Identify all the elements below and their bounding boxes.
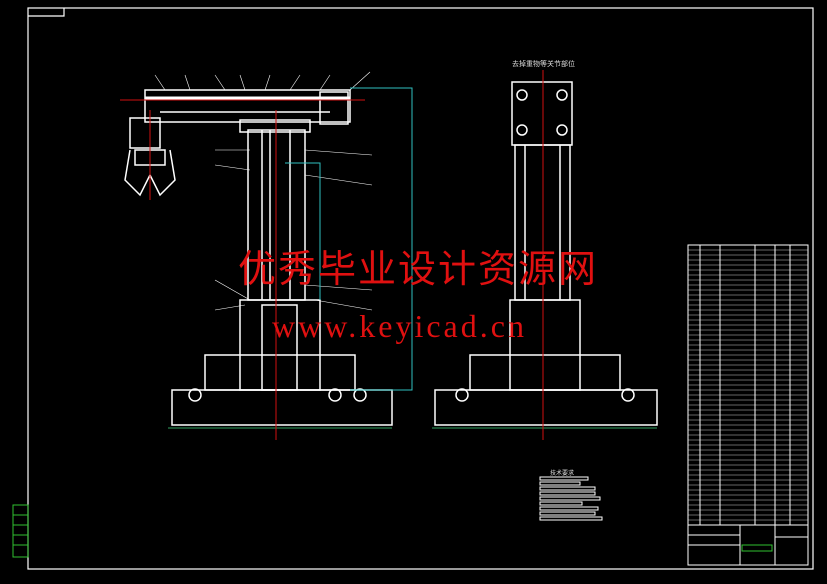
base-plate <box>171 389 393 426</box>
front-leaders <box>154 71 373 311</box>
left-margin-strip <box>12 504 29 558</box>
view-title: 去掉重物等关节部位 <box>512 60 575 68</box>
top-block <box>511 81 573 146</box>
drawing-border <box>27 7 814 570</box>
title-block <box>687 524 809 566</box>
watermark-title: 优秀毕业设计资源网 <box>238 247 599 291</box>
gripper-wrist <box>129 117 161 149</box>
dimension-lines <box>285 87 413 391</box>
technical-requirements-title: 技术要求 <box>550 470 575 477</box>
center-lines <box>120 70 544 440</box>
parts-rows <box>688 249 808 521</box>
notes-lines <box>539 476 603 521</box>
gripper-jaws <box>124 149 176 197</box>
arm <box>144 89 351 123</box>
border-tab <box>28 8 65 17</box>
watermark-url: www.keyicad.cn <box>272 308 527 344</box>
